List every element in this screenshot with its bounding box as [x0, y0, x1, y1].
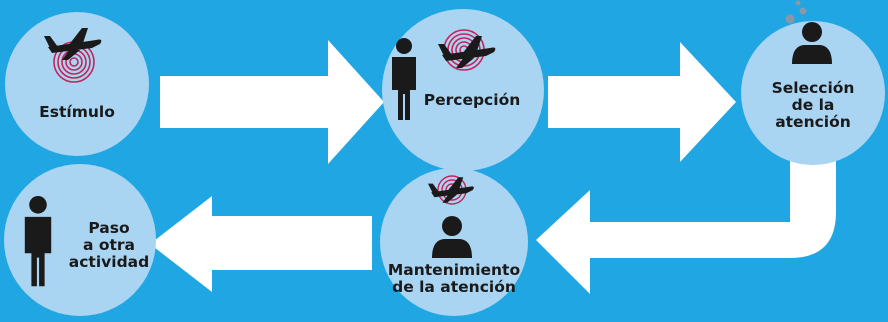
- label-estimulo: Estímulo: [39, 103, 115, 121]
- node-percepcion: [382, 9, 544, 171]
- label-seleccion-line3: atención: [775, 113, 851, 131]
- label-paso-line2: a otra: [82, 236, 136, 254]
- label-paso: Paso a otra actividad: [64, 220, 154, 271]
- label-mantenimiento-line2: de la atención: [392, 278, 516, 296]
- label-seleccion-line1: Selección: [771, 79, 855, 97]
- label-seleccion: Selección de la atención: [758, 80, 868, 131]
- node-estimulo: [5, 12, 149, 156]
- label-paso-line3: actividad: [68, 253, 150, 271]
- arrow-seleccion-to-mantenimiento: [536, 140, 836, 294]
- thought-bubble-icon: [785, 0, 807, 24]
- arrow-mantenimiento-to-paso: [150, 196, 372, 292]
- label-percepcion: Percepción: [423, 91, 521, 109]
- label-mantenimiento: Mantenimiento de la atención: [384, 262, 524, 296]
- node-seleccion: [741, 21, 885, 165]
- arrow-estimulo-to-percepcion: [160, 40, 384, 164]
- label-mantenimiento-line1: Mantenimiento: [387, 261, 521, 279]
- arrow-percepcion-to-seleccion: [548, 42, 736, 162]
- label-paso-line1: Paso: [88, 219, 130, 237]
- label-seleccion-line2: de la: [791, 96, 835, 114]
